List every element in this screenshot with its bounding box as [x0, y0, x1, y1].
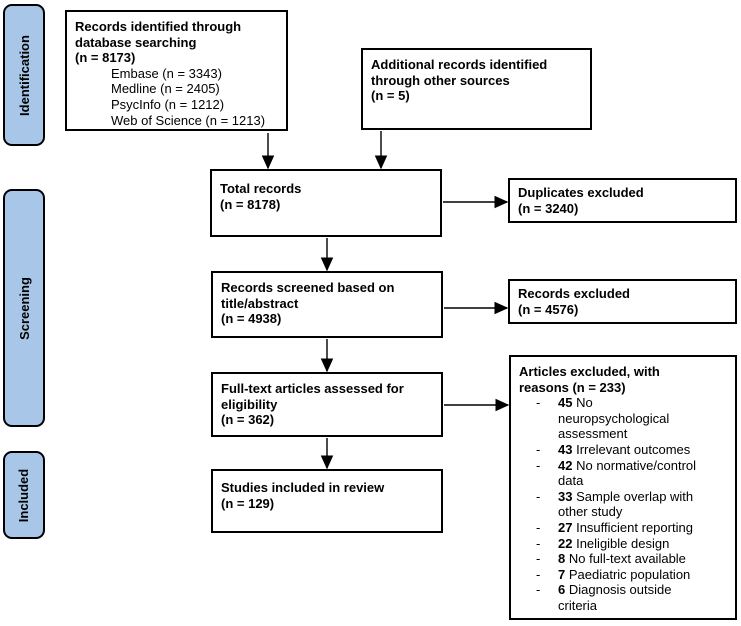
stage-screening-label: Screening	[16, 276, 32, 340]
dash-bullet: -	[536, 441, 541, 457]
reason-count: 8	[558, 551, 566, 567]
box-articles-excluded: Articles excluded, with reasons (n = 233…	[509, 355, 737, 620]
exclusion-reason: - 43 Irrelevant outcomes	[519, 442, 727, 458]
records-identified-title: Records identified through database sear…	[75, 19, 242, 66]
records-screened-title: Records screened based on title/abstract…	[221, 280, 395, 327]
dash-bullet: -	[536, 582, 541, 598]
database-item: Web of Science (n = 1213)	[111, 112, 266, 128]
reason-text: Insufficient reporting	[576, 519, 693, 535]
dash-bullet: -	[536, 535, 541, 551]
box-records-excluded: Records excluded (n = 4576)	[508, 279, 737, 324]
dash-bullet: -	[536, 519, 541, 535]
dash-bullet: -	[536, 457, 541, 473]
dash-bullet: -	[536, 566, 541, 582]
reason-count: 33	[558, 488, 573, 504]
exclusion-reason: - 8 No full-text available	[519, 551, 727, 567]
records-excluded-title: Records excluded (n = 4576)	[518, 286, 630, 317]
box-studies-included: Studies included in review (n = 129)	[211, 469, 443, 533]
reason-text: Irrelevant outcomes	[576, 441, 691, 457]
additional-records-title: Additional records identified through ot…	[371, 57, 548, 104]
stage-included-label: Included	[16, 468, 32, 522]
exclusion-reason: - 6 Diagnosis outside criteria	[519, 582, 727, 613]
exclusion-reason: - 22 Ineligible design	[519, 536, 727, 552]
reason-text: No neuropsychological assessment	[558, 395, 670, 442]
reason-text: Diagnosis outside criteria	[558, 582, 672, 613]
total-records-title: Total records (n = 8178)	[220, 181, 302, 212]
reason-count: 43	[558, 441, 573, 457]
dash-bullet: -	[536, 488, 541, 504]
fulltext-assessed-title: Full-text articles assessed for eligibil…	[221, 381, 404, 428]
stage-included: Included	[3, 451, 45, 539]
reason-count: 6	[558, 582, 566, 598]
box-additional-records: Additional records identified through ot…	[361, 48, 592, 130]
database-item: Embase (n = 3343)	[111, 65, 222, 81]
reason-text: Sample overlap with other study	[558, 488, 694, 520]
stage-identification: Identification	[3, 4, 45, 146]
exclusion-reason: - 7 Paediatric population	[519, 567, 727, 583]
articles-excluded-title: Articles excluded, with reasons (n = 233…	[519, 364, 660, 395]
exclusion-reason: - 33 Sample overlap with other study	[519, 489, 727, 520]
stage-screening: Screening	[3, 189, 45, 427]
reason-text: Paediatric population	[568, 566, 691, 582]
reason-count: 42	[558, 457, 573, 473]
reason-text: No full-text available	[568, 551, 686, 567]
database-item: PsycInfo (n = 1212)	[111, 96, 225, 112]
box-total-records: Total records (n = 8178)	[210, 169, 442, 237]
box-duplicates-excluded: Duplicates excluded (n = 3240)	[508, 178, 737, 223]
reason-count: 22	[558, 535, 573, 551]
dash-bullet: -	[536, 551, 541, 567]
studies-included-title: Studies included in review (n = 129)	[221, 480, 385, 511]
stage-identification-label: Identification	[16, 34, 32, 116]
database-list: Embase (n = 3343) Medline (n = 2405) Psy…	[75, 66, 278, 128]
box-records-identified: Records identified through database sear…	[65, 10, 288, 131]
reason-count: 45	[558, 395, 573, 411]
reason-count: 7	[558, 566, 566, 582]
reason-text: No normative/control data	[558, 457, 697, 489]
duplicates-excluded-title: Duplicates excluded (n = 3240)	[518, 185, 644, 216]
exclusion-reason-list: - 45 No neuropsychological assessment - …	[519, 395, 727, 613]
reason-text: Ineligible design	[576, 535, 670, 551]
exclusion-reason: - 42 No normative/control data	[519, 458, 727, 489]
exclusion-reason: - 45 No neuropsychological assessment	[519, 395, 727, 442]
reason-count: 27	[558, 519, 573, 535]
box-fulltext-assessed: Full-text articles assessed for eligibil…	[211, 372, 443, 437]
dash-bullet: -	[536, 395, 541, 411]
exclusion-reason: - 27 Insufficient reporting	[519, 520, 727, 536]
database-item: Medline (n = 2405)	[111, 81, 220, 97]
box-records-screened: Records screened based on title/abstract…	[211, 271, 443, 338]
